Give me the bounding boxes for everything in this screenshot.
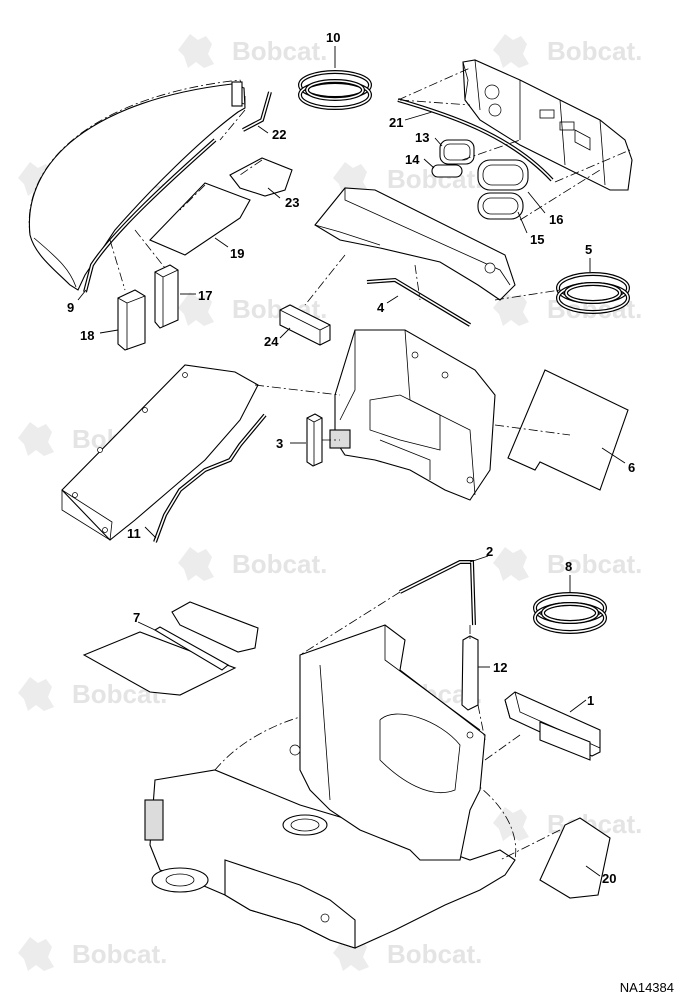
foam-block-part-17 bbox=[154, 264, 179, 329]
callout-23: 23 bbox=[285, 195, 299, 210]
bobcat-logo-icon bbox=[18, 677, 54, 711]
callout-3: 3 bbox=[276, 436, 283, 451]
callout-leaders bbox=[77, 46, 626, 877]
side-cover-part bbox=[61, 364, 259, 541]
drawing-number: NA14384 bbox=[619, 980, 674, 995]
watermark-text: Bobcat. bbox=[232, 36, 327, 66]
bobcat-logo-icon bbox=[493, 807, 529, 841]
foam-part-12 bbox=[461, 635, 479, 711]
foam-block-part-18 bbox=[117, 289, 146, 351]
callout-11: 11 bbox=[127, 526, 141, 541]
callout-12: 12 bbox=[493, 660, 507, 675]
foam-panel-part-19 bbox=[149, 182, 251, 256]
bobcat-logo-icon bbox=[333, 162, 369, 196]
bobcat-watermark: Bobcat. bbox=[178, 547, 327, 581]
callout-labels: 10 22 23 21 13 14 16 15 5 19 17 9 18 4 2… bbox=[67, 30, 635, 886]
pad-part-23 bbox=[229, 157, 293, 197]
bobcat-logo-icon bbox=[18, 937, 54, 971]
callout-16: 16 bbox=[549, 212, 563, 227]
callout-18: 18 bbox=[80, 328, 94, 343]
bobcat-logo-icon bbox=[493, 547, 529, 581]
callout-2: 2 bbox=[486, 544, 493, 559]
bobcat-logo-icon bbox=[18, 422, 54, 456]
watermark-text: Bobcat. bbox=[387, 939, 482, 969]
callout-22: 22 bbox=[272, 127, 286, 142]
seal-strip-part-9 bbox=[83, 138, 217, 293]
watermark-text: Bobcat. bbox=[547, 36, 642, 66]
rod-part-22 bbox=[242, 91, 272, 132]
strip-part-21 bbox=[397, 98, 554, 182]
callout-6: 6 bbox=[628, 460, 635, 475]
window-part-16 bbox=[477, 159, 529, 191]
bobcat-logo-icon bbox=[493, 34, 529, 68]
bobcat-logo-icon bbox=[178, 34, 214, 68]
callout-10: 10 bbox=[326, 30, 340, 45]
callout-9: 9 bbox=[67, 300, 74, 315]
block-part-24 bbox=[279, 304, 331, 346]
bobcat-logo-icon bbox=[493, 292, 529, 326]
seal-part-2 bbox=[399, 560, 476, 626]
coiled-hose-part-5 bbox=[556, 272, 630, 314]
main-base-frame bbox=[144, 624, 517, 949]
callout-1: 1 bbox=[587, 693, 594, 708]
bracket-part-4 bbox=[366, 277, 472, 327]
bracket-part-1 bbox=[504, 691, 601, 761]
callout-14: 14 bbox=[405, 152, 420, 167]
edge-trim-part-11 bbox=[153, 413, 267, 543]
mat-part-6 bbox=[507, 369, 629, 491]
shelf-panel-part bbox=[314, 187, 516, 301]
callout-5: 5 bbox=[585, 242, 592, 257]
coiled-hose-part-10 bbox=[298, 70, 372, 110]
callout-17: 17 bbox=[198, 288, 212, 303]
rear-frame-structure bbox=[329, 329, 496, 501]
callout-19: 19 bbox=[230, 246, 244, 261]
bobcat-watermark: Bobcat. bbox=[493, 34, 642, 68]
callout-7: 7 bbox=[133, 610, 140, 625]
floor-pad-part-7 bbox=[82, 601, 259, 696]
assembly-dash-lines bbox=[109, 67, 631, 861]
callout-24: 24 bbox=[264, 334, 279, 349]
coiled-hose-part-8 bbox=[533, 592, 607, 634]
foam-block-part-3 bbox=[306, 413, 323, 467]
canopy-cover-part bbox=[28, 79, 246, 291]
watermark-text: Bobcat. bbox=[72, 939, 167, 969]
callout-15: 15 bbox=[530, 232, 544, 247]
rear-panel-assembly bbox=[462, 59, 633, 191]
callout-8: 8 bbox=[565, 559, 572, 574]
watermark-text: Bobcat. bbox=[547, 549, 642, 579]
foam-part-20 bbox=[539, 817, 611, 899]
window-part-15 bbox=[477, 192, 524, 220]
callout-20: 20 bbox=[602, 871, 616, 886]
lens-part-13 bbox=[439, 139, 475, 165]
callout-13: 13 bbox=[415, 130, 429, 145]
watermark-text: Bobcat. bbox=[232, 549, 327, 579]
bobcat-logo-icon bbox=[178, 547, 214, 581]
callout-21: 21 bbox=[389, 115, 403, 130]
bobcat-watermark: Bobcat. bbox=[333, 937, 482, 971]
bobcat-logo-icon bbox=[178, 292, 214, 326]
bobcat-watermark: Bobcat. bbox=[18, 937, 167, 971]
callout-4: 4 bbox=[377, 300, 385, 315]
bobcat-watermark: Bobcat. bbox=[493, 547, 642, 581]
bobcat-watermark: Bobcat. bbox=[178, 34, 327, 68]
lens-part-14 bbox=[431, 164, 463, 178]
